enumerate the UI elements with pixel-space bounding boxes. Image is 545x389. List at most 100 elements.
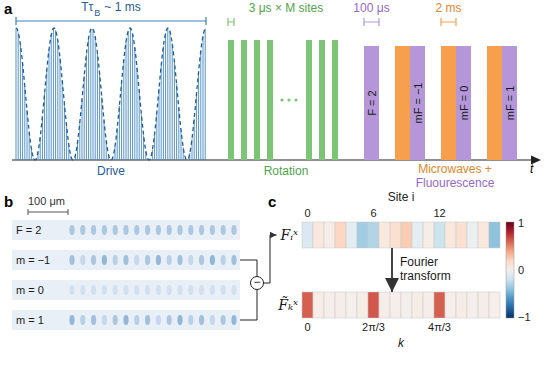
camera-image: m = −1 [12,250,240,270]
atom-spot [80,285,85,295]
panel-letter: a [4,0,12,17]
rotation-pulse [319,40,325,160]
atom-spot [167,285,172,295]
axis-title: Site i [388,191,415,205]
rotation-pulse [241,40,247,160]
colorbar [506,222,514,318]
minus-sign: − [253,276,260,290]
rotation-pulse [228,40,234,160]
drive-pulse [174,62,175,160]
drive-pulse [31,149,32,160]
atom-spot [91,315,96,325]
period-subscript: B [94,8,100,18]
atom-spot [80,225,85,235]
atom-spot [177,285,182,295]
colorbar-label: 0 [518,264,524,277]
drive-pulse [29,132,30,160]
drive-pulse [181,130,182,160]
heatmap-cell [368,222,379,248]
drive-pulse [139,91,140,160]
drive-pulse [46,70,47,160]
difference-line [240,290,257,320]
heatmap-cell [456,222,467,248]
atom-spot [231,225,236,235]
heatmap-cell [445,222,456,248]
heatmap-cell [357,222,368,248]
drive-pulse [22,64,23,160]
result-arrow [264,235,277,283]
heatmap-cell [379,292,390,318]
drive-pulse [187,159,188,160]
drive-pulse [170,32,171,160]
heatmap-cells [302,222,500,248]
atom-spot [123,225,128,235]
drive-pulse [97,53,98,160]
atom-spot [210,225,215,235]
atom-spot [167,315,172,325]
atom-spot [156,225,161,235]
drive-pulse [119,106,120,160]
drive-pulse [130,28,131,160]
duration-label: 3 μs × M sites [249,2,324,16]
drive-pulse [200,51,201,160]
drive-pulse [49,49,50,160]
atom-spots [69,285,236,295]
heatmap-cell [335,222,346,248]
drive-pulses [16,28,205,160]
tick-label: 6 [370,207,376,220]
camera-image: m = 1 [12,310,240,330]
rotation-pulses [228,40,338,160]
drive-pulse [126,42,127,160]
drive-pulse [154,134,155,160]
atom-spot [91,225,96,235]
state-label: F = 2 [365,90,378,115]
ellipsis-dots [280,98,297,101]
heatmap-cell [357,292,368,318]
heatmap-cell [401,292,412,318]
rotation-pulse [332,40,338,160]
tick-label: 4π/3 [428,321,451,334]
drive-pulse [77,142,78,160]
atom-spot [134,225,139,235]
atom-spot [188,225,193,235]
drive-pulse [86,54,87,160]
atom-spot [231,315,236,325]
drive-pulse [165,33,166,160]
axis-title: k [398,337,404,351]
atom-spot [177,255,182,265]
period-label: ~ 1 ms [104,1,140,15]
atom-spot [69,285,74,295]
drive-pulse [20,45,21,160]
colorbar-label: −1 [518,311,531,324]
heatmap-cell [302,292,313,318]
imaging-bracket [364,18,379,26]
microwave-pulse [395,46,410,160]
drive-pulse [115,146,116,160]
drive-pulse [16,28,17,160]
rotation-pulse [254,40,260,160]
heatmap-cell [423,292,434,318]
heatmap-cell [434,292,445,318]
atom-spot [177,225,182,235]
atom-spot [102,255,107,265]
atom-spot [156,315,161,325]
drive-pulse [134,48,135,160]
rotation-bracket [228,18,234,26]
state-label: m = 0 [16,284,44,297]
heatmap-cell [346,222,357,248]
heatmap-cell [423,222,434,248]
colorbar-label: 1 [518,217,524,230]
drive-pulse [167,28,168,160]
atom-spot [145,315,150,325]
atom-spot [177,315,182,325]
image-strip-ground [12,310,240,330]
drive-pulse [27,110,28,160]
atom-spot [167,225,172,235]
drive-pulse [51,35,52,160]
heatmap-cell [335,292,346,318]
atom-spot [123,285,128,295]
heatmap-cell [478,222,489,248]
atom-spot [156,255,161,265]
drive-pulse [203,36,204,160]
drive-pulse [198,72,199,160]
